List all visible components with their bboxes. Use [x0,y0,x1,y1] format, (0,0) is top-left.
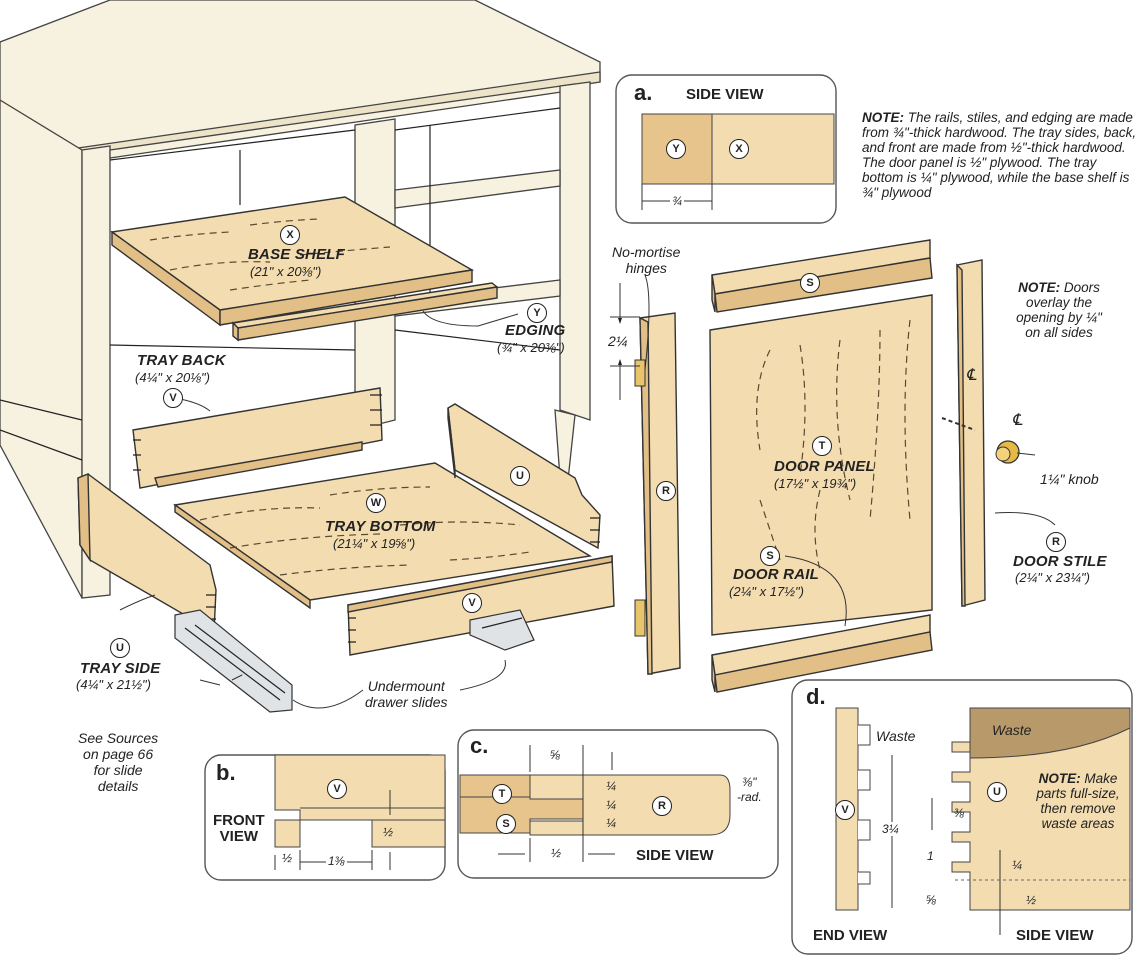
slides-callout: Undermount drawer slides [365,678,448,710]
detail-d-waste-left: Waste [876,728,916,744]
tray-front-tag: V [462,593,482,613]
detail-b-dim-half: ½ [282,851,293,865]
material-note-label: NOTE: [862,110,904,125]
detail-c-dim-top: ⅝ [550,748,561,762]
detail-d-note: NOTE: Make parts full-size, then remove … [1030,771,1126,831]
overlay-note: NOTE: Doors overlay the opening by ¼" on… [1008,280,1110,340]
edging-size: (¾" x 20⅜") [497,340,565,355]
detail-c-radius: ⅜" -rad. [737,775,762,804]
material-note-text: The rails, stiles, and edging are made f… [862,110,1137,200]
tray-back-size: (4¼" x 20⅛") [135,370,210,385]
detail-d-dim-14: ¼ [1012,858,1023,872]
detail-d-v-tag: V [835,800,855,820]
tray-back [132,387,383,489]
base-shelf-name: BASE SHELF [248,246,346,263]
door-rail-size: (2¼" x 17½") [729,584,804,599]
detail-d-dim-12: ½ [1026,893,1037,907]
door-stile-tag: R [1046,532,1066,552]
door-stile-size: (2¼" x 23¼") [1015,570,1090,585]
left-stile-tag: R [656,481,676,501]
detail-c-dim-bottom: ½ [551,846,562,860]
knob-callout: 1¼" knob [1040,471,1099,487]
tray-back-name: TRAY BACK [137,352,226,369]
top-rail-tag: S [800,273,820,293]
detail-c-t-tag: T [492,784,512,804]
drawer-slides [174,609,535,713]
edging-name: EDGING [505,322,566,339]
detail-d-dim-1: 1 [927,849,934,863]
door-rail-tag: S [760,546,780,566]
detail-c-dim-q3: ¼ [606,816,617,830]
right-door-stile [941,259,1020,607]
detail-c-dim-q2: ¼ [606,798,617,812]
edging-tag: Y [527,303,547,323]
tray-bottom-name: TRAY BOTTOM [325,518,436,535]
detail-b-letter: b. [216,760,236,785]
tray-side-left [77,472,217,634]
base-shelf [110,196,475,327]
base-shelf-size: (21" x 20⅜") [250,264,322,279]
base-shelf-tag: X [280,225,300,245]
top-door-rail [711,239,933,313]
detail-a-y-tag: Y [666,139,686,159]
detail-a-dimension: ¾ [670,194,685,208]
tray-bottom-tag: W [366,493,386,513]
detail-a-box [615,74,837,224]
centerline-symbol: ℄ [966,367,977,384]
leader-lines [119,274,1056,709]
detail-c-title: SIDE VIEW [636,847,714,864]
detail-b-title: FRONT VIEW [213,812,265,845]
detail-d-waste-right: Waste [992,722,1032,738]
detail-d-box [791,679,1133,955]
detail-d-note-text: Make parts full-size, then remove waste … [1036,771,1120,831]
tray-bottom-size: (21¼" x 19⅝") [333,536,416,551]
detail-d-u-tag: U [987,782,1007,802]
detail-c-box [457,729,779,879]
detail-b-box [204,754,446,881]
detail-c-letter: c. [470,733,489,758]
detail-b-v-tag: V [327,779,347,799]
sources-callout: See Sources on page 66 for slide details [78,730,159,794]
overlay-note-text: Doors overlay the opening by ¼" on all s… [1016,280,1102,340]
material-note: NOTE: The rails, stiles, and edging are … [862,110,1138,200]
detail-d-dim-58: ⅝ [926,893,937,907]
door-panel-size: (17½" x 19¾") [774,476,857,491]
tray-bottom [173,462,593,610]
tray-back-tag: V [163,388,183,408]
detail-a-letter: a. [634,80,653,105]
tray-side-size: (4¼" x 21½") [76,677,151,692]
tray-side-name: TRAY SIDE [80,660,161,677]
detail-b-dim-width: 1⅜ [326,854,347,868]
hinges-callout: No-mortise hinges [612,244,681,276]
detail-d-side-view: SIDE VIEW [1016,927,1094,944]
tray-side-right-tag: U [510,466,530,486]
hinge-dimension: 2¼ [608,333,628,349]
door-stile-name: DOOR STILE [1013,553,1107,570]
detail-c-dim-q1: ¼ [606,779,617,793]
overlay-note-label: NOTE: [1018,280,1061,295]
edging [231,282,499,342]
detail-a-x-tag: X [729,139,749,159]
detail-d-dim-total: 3¼ [882,822,899,836]
detail-d-end-view: END VIEW [813,927,888,944]
centerline-symbol-knob: ℄ [1012,412,1023,429]
detail-c-r-tag: R [652,796,672,816]
detail-d-dim-38: ⅜ [954,806,965,820]
door-rail-name: DOOR RAIL [733,566,819,583]
detail-a-title: SIDE VIEW [686,86,764,103]
detail-d-note-label: NOTE: [1038,771,1081,786]
detail-b-dim-height: ½ [383,825,394,839]
detail-c-s-tag: S [496,814,516,834]
door-panel-tag: T [812,436,832,456]
door-panel-name: DOOR PANEL [774,458,875,475]
detail-d-letter: d. [806,684,826,709]
bottom-door-rail [711,614,933,693]
tray-side-tag: U [110,638,130,658]
